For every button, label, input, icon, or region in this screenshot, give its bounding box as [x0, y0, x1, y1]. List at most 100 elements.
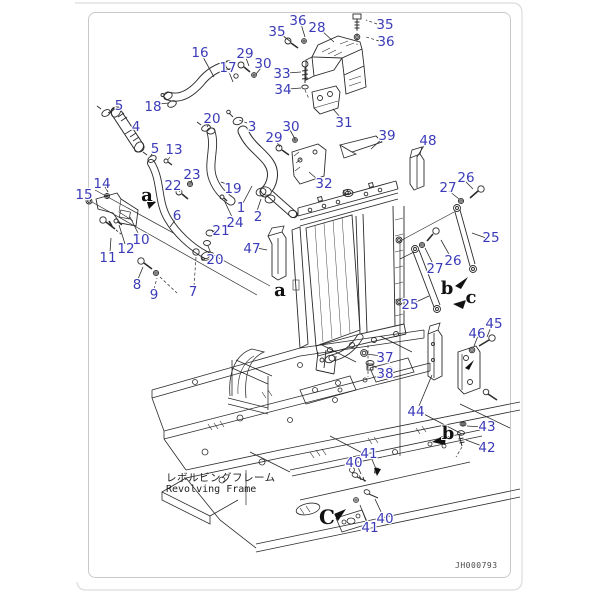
bracket-10-group	[85, 158, 228, 277]
callout-24: 24	[226, 215, 243, 231]
callout-1: 1	[237, 200, 246, 216]
callout-16: 16	[191, 45, 208, 61]
washer-27b	[418, 241, 426, 249]
callout-40: 40	[345, 455, 362, 471]
oring-37	[360, 349, 368, 357]
callout-41: 41	[361, 520, 378, 536]
callout-27: 27	[439, 180, 456, 196]
top-cover-group	[237, 13, 425, 191]
callout-5: 5	[151, 141, 160, 157]
washer-43	[459, 421, 467, 427]
callout-46: 46	[468, 326, 485, 342]
mount-plate-41	[335, 509, 369, 533]
callout-26: 26	[444, 253, 461, 269]
bracket-46-plate	[457, 345, 481, 395]
washer-34	[301, 84, 309, 90]
callout-20: 20	[206, 252, 223, 268]
bolt-35a	[284, 37, 292, 45]
callout-9: 9	[150, 287, 159, 303]
callout-29: 29	[265, 130, 282, 146]
view-letter-a: a	[274, 280, 286, 301]
washer-41b	[353, 497, 359, 503]
callout-3: 3	[248, 119, 257, 135]
plate-39	[338, 135, 383, 153]
callout-21: 21	[212, 223, 229, 239]
callout-17: 17	[219, 60, 236, 76]
callout-25: 25	[482, 230, 499, 246]
callout-48: 48	[419, 133, 436, 149]
callout-12: 12	[117, 241, 134, 257]
plug-group	[360, 349, 375, 371]
rod-group	[411, 185, 485, 313]
fittings-group	[96, 60, 298, 261]
bracket-44	[427, 329, 443, 381]
callout-27: 27	[426, 261, 443, 277]
callout-13: 13	[165, 142, 182, 158]
plug-38	[365, 360, 375, 366]
bracket-44-group	[427, 322, 498, 447]
callout-23: 23	[183, 167, 200, 183]
bolt-40b	[363, 489, 371, 495]
callout-47: 47	[243, 241, 260, 257]
callout-18: 18	[144, 99, 161, 115]
frame-caption-en: Revolving Frame	[166, 484, 257, 495]
clamp-5a	[101, 109, 111, 117]
clamp-3	[232, 116, 244, 126]
rod-25a	[454, 209, 476, 267]
callout-43: 43	[478, 419, 495, 435]
arrow-41	[374, 468, 381, 476]
callout-31: 31	[335, 115, 352, 131]
callout-20: 20	[203, 111, 220, 127]
callout-22: 22	[164, 178, 181, 194]
callout-6: 6	[173, 208, 182, 224]
arrow-b1	[455, 277, 468, 289]
nut-23	[186, 180, 194, 188]
screw-13	[163, 158, 169, 164]
callout-36: 36	[289, 13, 306, 29]
washer-30b	[292, 137, 298, 143]
radiator-core	[305, 214, 361, 347]
nut-15	[85, 197, 93, 205]
bolt-26a	[477, 185, 485, 193]
ring-21	[205, 229, 215, 237]
drawing-number: JH000793	[455, 561, 498, 570]
view-letter-b: b	[442, 423, 455, 444]
bracket-31	[311, 85, 341, 115]
callout-11: 11	[99, 250, 116, 266]
filler-cap	[342, 189, 354, 197]
rod-25b	[412, 249, 441, 308]
bolt-45	[488, 334, 496, 342]
bolt-35b	[352, 13, 362, 20]
callout-38: 38	[376, 366, 393, 382]
callout-19: 19	[224, 181, 241, 197]
washer-30a	[251, 72, 257, 78]
callout-7: 7	[189, 284, 198, 300]
callout-37: 37	[376, 350, 393, 366]
plate-32	[291, 143, 327, 185]
callout-26: 26	[457, 170, 474, 186]
callout-15: 15	[75, 187, 92, 203]
mount-lug-lower	[395, 298, 403, 306]
callout-35: 35	[268, 24, 285, 40]
callout-30: 30	[282, 119, 299, 135]
arrow-c2	[334, 509, 346, 521]
bolt-8	[137, 257, 145, 265]
washer-27a	[457, 197, 465, 205]
mount-lug-upper	[395, 236, 403, 244]
clamp-2a	[255, 187, 267, 197]
fitting-17	[224, 60, 234, 70]
bolt-40a	[351, 472, 359, 478]
leader-lines	[86, 23, 492, 524]
callout-36: 36	[377, 34, 394, 50]
view-arrows	[146, 199, 474, 521]
frame-caption-jp: レボルビングフレーム	[166, 472, 276, 484]
callout-5: 5	[115, 98, 124, 114]
shroud-frame	[392, 205, 405, 327]
clamp-18	[167, 100, 177, 108]
view-letter-C: C	[319, 505, 335, 529]
washer-9	[152, 269, 160, 277]
screw-24	[219, 194, 225, 200]
deck-oval-hole	[295, 502, 321, 516]
